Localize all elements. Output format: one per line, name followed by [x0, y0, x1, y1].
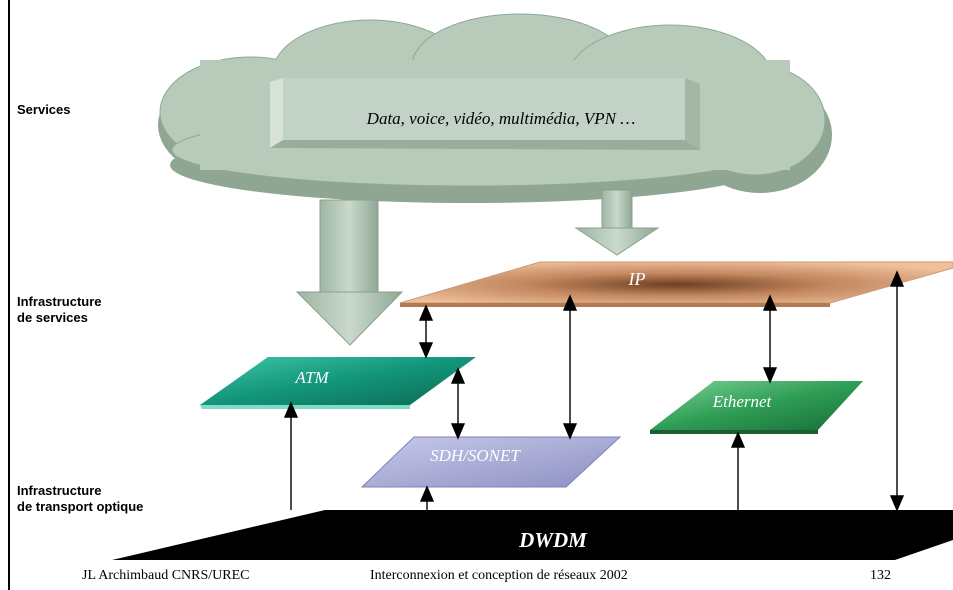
atm-label: ATM — [294, 368, 329, 387]
arrowhead-down-icon — [889, 495, 905, 512]
sdh-sonet-layer — [360, 436, 622, 488]
cloud-text-box — [270, 78, 700, 150]
arrowhead-up-icon — [730, 431, 746, 448]
arrowhead-up-icon — [562, 294, 578, 311]
dwdm-label: DWDM — [518, 528, 588, 552]
arrowhead-down-icon — [418, 342, 434, 359]
arrowhead-down-icon — [450, 423, 466, 440]
left-rule — [8, 0, 10, 590]
ethernet-label: Ethernet — [712, 392, 773, 411]
ip-label: IP — [628, 269, 646, 289]
arrowhead-up-icon — [450, 367, 466, 384]
dwdm-layer — [112, 510, 953, 560]
cloud-arrow-to-ip — [574, 189, 660, 256]
atm-layer — [200, 357, 476, 409]
cloud-services-text: Data, voice, vidéo, multimédia, VPN … — [366, 109, 636, 128]
sdh-sonet-label: SDH/SONET — [430, 446, 521, 465]
ethernet-layer — [650, 381, 863, 434]
footer-author: JL Archimbaud CNRS/UREC — [82, 568, 250, 583]
label-service-infrastructure: Infrastructure de services — [17, 294, 102, 325]
arrowhead-up-icon — [283, 401, 299, 418]
arrowhead-down-icon — [562, 423, 578, 440]
footer-course: Interconnexion et conception de réseaux … — [370, 568, 628, 583]
cloud-arrow-to-atm — [295, 199, 404, 346]
label-services: Services — [17, 102, 71, 117]
arrowhead-down-icon — [762, 367, 778, 384]
footer-page-number: 132 — [870, 568, 891, 583]
arrowhead-up-icon — [418, 304, 434, 321]
arrowhead-up-icon — [419, 485, 435, 502]
label-transport-infrastructure: Infrastructure de transport optique — [17, 483, 144, 514]
connector-arrows — [283, 270, 905, 512]
arrowhead-up-icon — [762, 294, 778, 311]
ip-layer — [399, 261, 953, 307]
arrowhead-up-icon — [889, 270, 905, 287]
